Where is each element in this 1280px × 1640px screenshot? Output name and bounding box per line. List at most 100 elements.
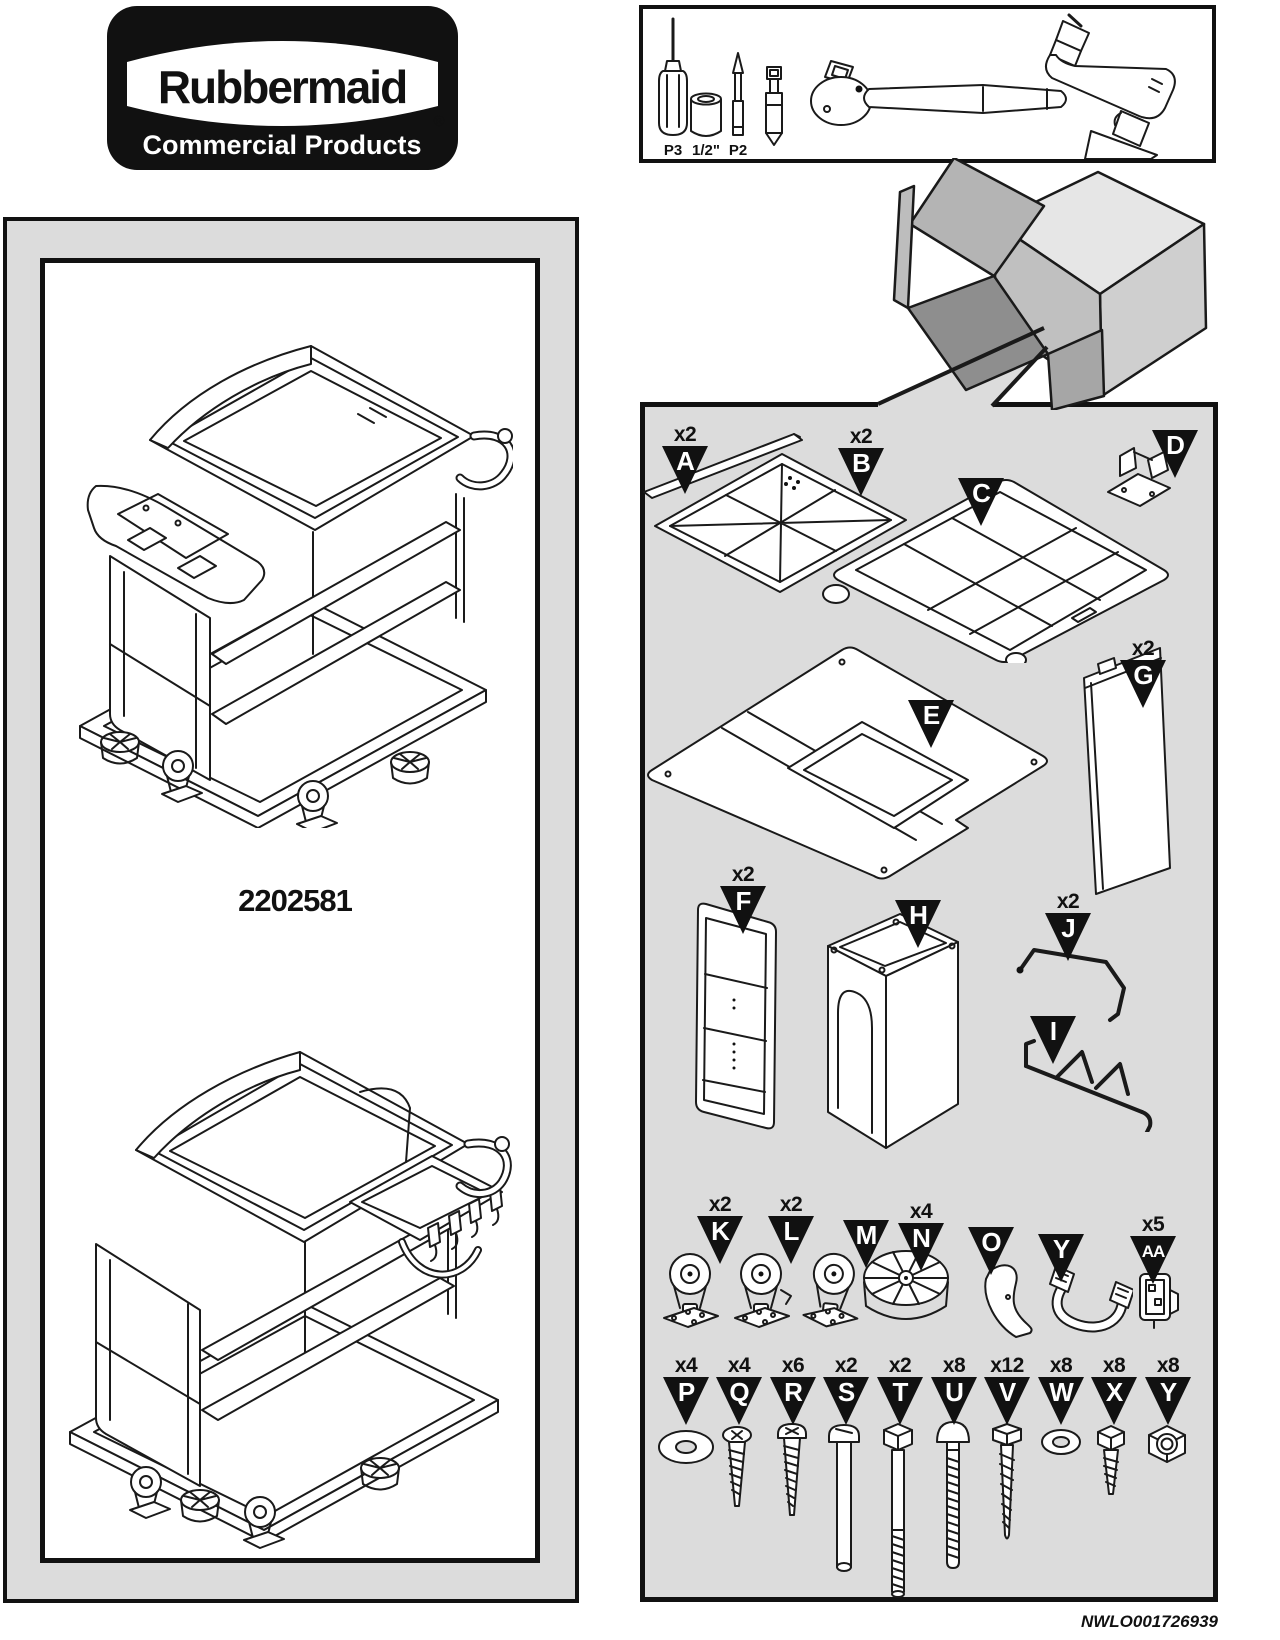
cart-front-isometric-view — [69, 1051, 512, 1549]
part-qty: x2 — [673, 423, 697, 446]
registered-mark: ® — [433, 113, 444, 130]
part-qty: x12 — [990, 1354, 1024, 1377]
cart-rear-isometric-view — [79, 345, 513, 828]
part-y-hex-nut — [1148, 1425, 1186, 1463]
open-carton-illustration — [877, 158, 1208, 410]
part-qty: x2 — [708, 1193, 732, 1216]
part-label-triangle: Y — [1145, 1377, 1191, 1425]
part-label-triangle: J — [1045, 913, 1091, 961]
required-tools-panel: P3 1/2" P2 — [639, 5, 1216, 163]
part-n-wheel — [863, 1250, 949, 1320]
part-qty: x2 — [1056, 890, 1080, 913]
part-label-triangle: Y — [1038, 1234, 1084, 1282]
part-label-triangle: O — [968, 1227, 1014, 1275]
part-label-triangle: M — [843, 1220, 889, 1268]
part-label-triangle: N — [898, 1223, 944, 1271]
part-qty: x8 — [1156, 1354, 1180, 1377]
part-marker-i: I — [1030, 1016, 1076, 1064]
logo-subtitle: Commercial Products — [142, 130, 421, 160]
ratchet-icon — [810, 60, 1067, 126]
part-qty: x2 — [834, 1354, 858, 1377]
part-marker-e: E — [908, 700, 954, 748]
model-number: 2202581 — [238, 883, 353, 918]
part-qty: x8 — [942, 1354, 966, 1377]
part-label-triangle: F — [720, 886, 766, 934]
part-qty: x8 — [1102, 1354, 1126, 1377]
part-qty: x2 — [888, 1354, 912, 1377]
part-qty: x2 — [1131, 637, 1155, 660]
part-c-base — [822, 479, 1169, 663]
part-marker-h: H — [895, 900, 941, 948]
part-marker-y-strap: Y — [1038, 1234, 1084, 1282]
part-g-panel — [1083, 647, 1171, 895]
rubbermaid-logo: Rubbermaid ® Commercial Products — [107, 6, 458, 170]
part-p-washer — [658, 1430, 714, 1464]
tool-label-p2: P2 — [729, 142, 747, 159]
part-label-triangle: X — [1091, 1377, 1137, 1425]
part-marker-c: C — [958, 478, 1004, 526]
part-e-top — [647, 646, 1048, 880]
part-o-hook — [984, 1264, 1033, 1338]
part-label-triangle: H — [895, 900, 941, 948]
part-y-strap — [1049, 1265, 1133, 1333]
part-marker-d: D — [1152, 430, 1198, 478]
part-x-hex-screw — [1097, 1425, 1125, 1495]
part-w-washer — [1041, 1429, 1081, 1455]
part-l-caster — [734, 1253, 792, 1328]
part-qty: x6 — [781, 1354, 805, 1377]
part-qty: x2 — [779, 1193, 803, 1216]
part-label-triangle: L — [768, 1216, 814, 1264]
part-j-wire-handle — [1016, 948, 1126, 1022]
part-label-triangle: P — [663, 1377, 709, 1425]
p3-screwdriver-icon — [658, 17, 688, 136]
part-qty: x8 — [1049, 1354, 1073, 1377]
part-label-triangle: W — [1038, 1377, 1084, 1425]
brand-name: Rubbermaid — [158, 61, 406, 113]
foot-icon — [390, 751, 430, 785]
part-h-bin — [827, 913, 959, 1149]
part-qty: x5 — [1141, 1213, 1165, 1236]
part-r-screw — [777, 1423, 807, 1516]
tool-label-p3: P3 — [664, 142, 682, 159]
part-label-triangle: AA — [1130, 1236, 1176, 1284]
part-label-triangle: Q — [716, 1377, 762, 1425]
part-label-triangle: V — [984, 1377, 1030, 1425]
part-i-wire-rack — [1024, 1039, 1153, 1132]
socket-adapter-icon — [765, 66, 783, 146]
part-label-triangle: E — [908, 700, 954, 748]
part-qty: x4 — [909, 1200, 933, 1223]
part-q-screw — [722, 1426, 752, 1507]
part-qty: x2 — [849, 425, 873, 448]
p2-bit-icon — [732, 52, 744, 136]
part-label-triangle: U — [931, 1377, 977, 1425]
part-qty: x2 — [731, 863, 755, 886]
product-panel-outer: 2202581 — [3, 217, 579, 1603]
part-b-shelf — [654, 453, 907, 593]
half-inch-socket-icon — [690, 92, 722, 137]
part-label-triangle: S — [823, 1377, 869, 1425]
tool-label-half-inch: 1/2" — [692, 142, 720, 159]
drill-icon — [1045, 13, 1176, 159]
part-marker-m: M — [843, 1220, 889, 1268]
part-label-triangle: A — [662, 446, 708, 494]
part-qty: x4 — [674, 1354, 698, 1377]
part-v-lag-screw — [992, 1423, 1022, 1540]
part-label-triangle: D — [1152, 430, 1198, 478]
part-s-bolt — [828, 1424, 860, 1572]
